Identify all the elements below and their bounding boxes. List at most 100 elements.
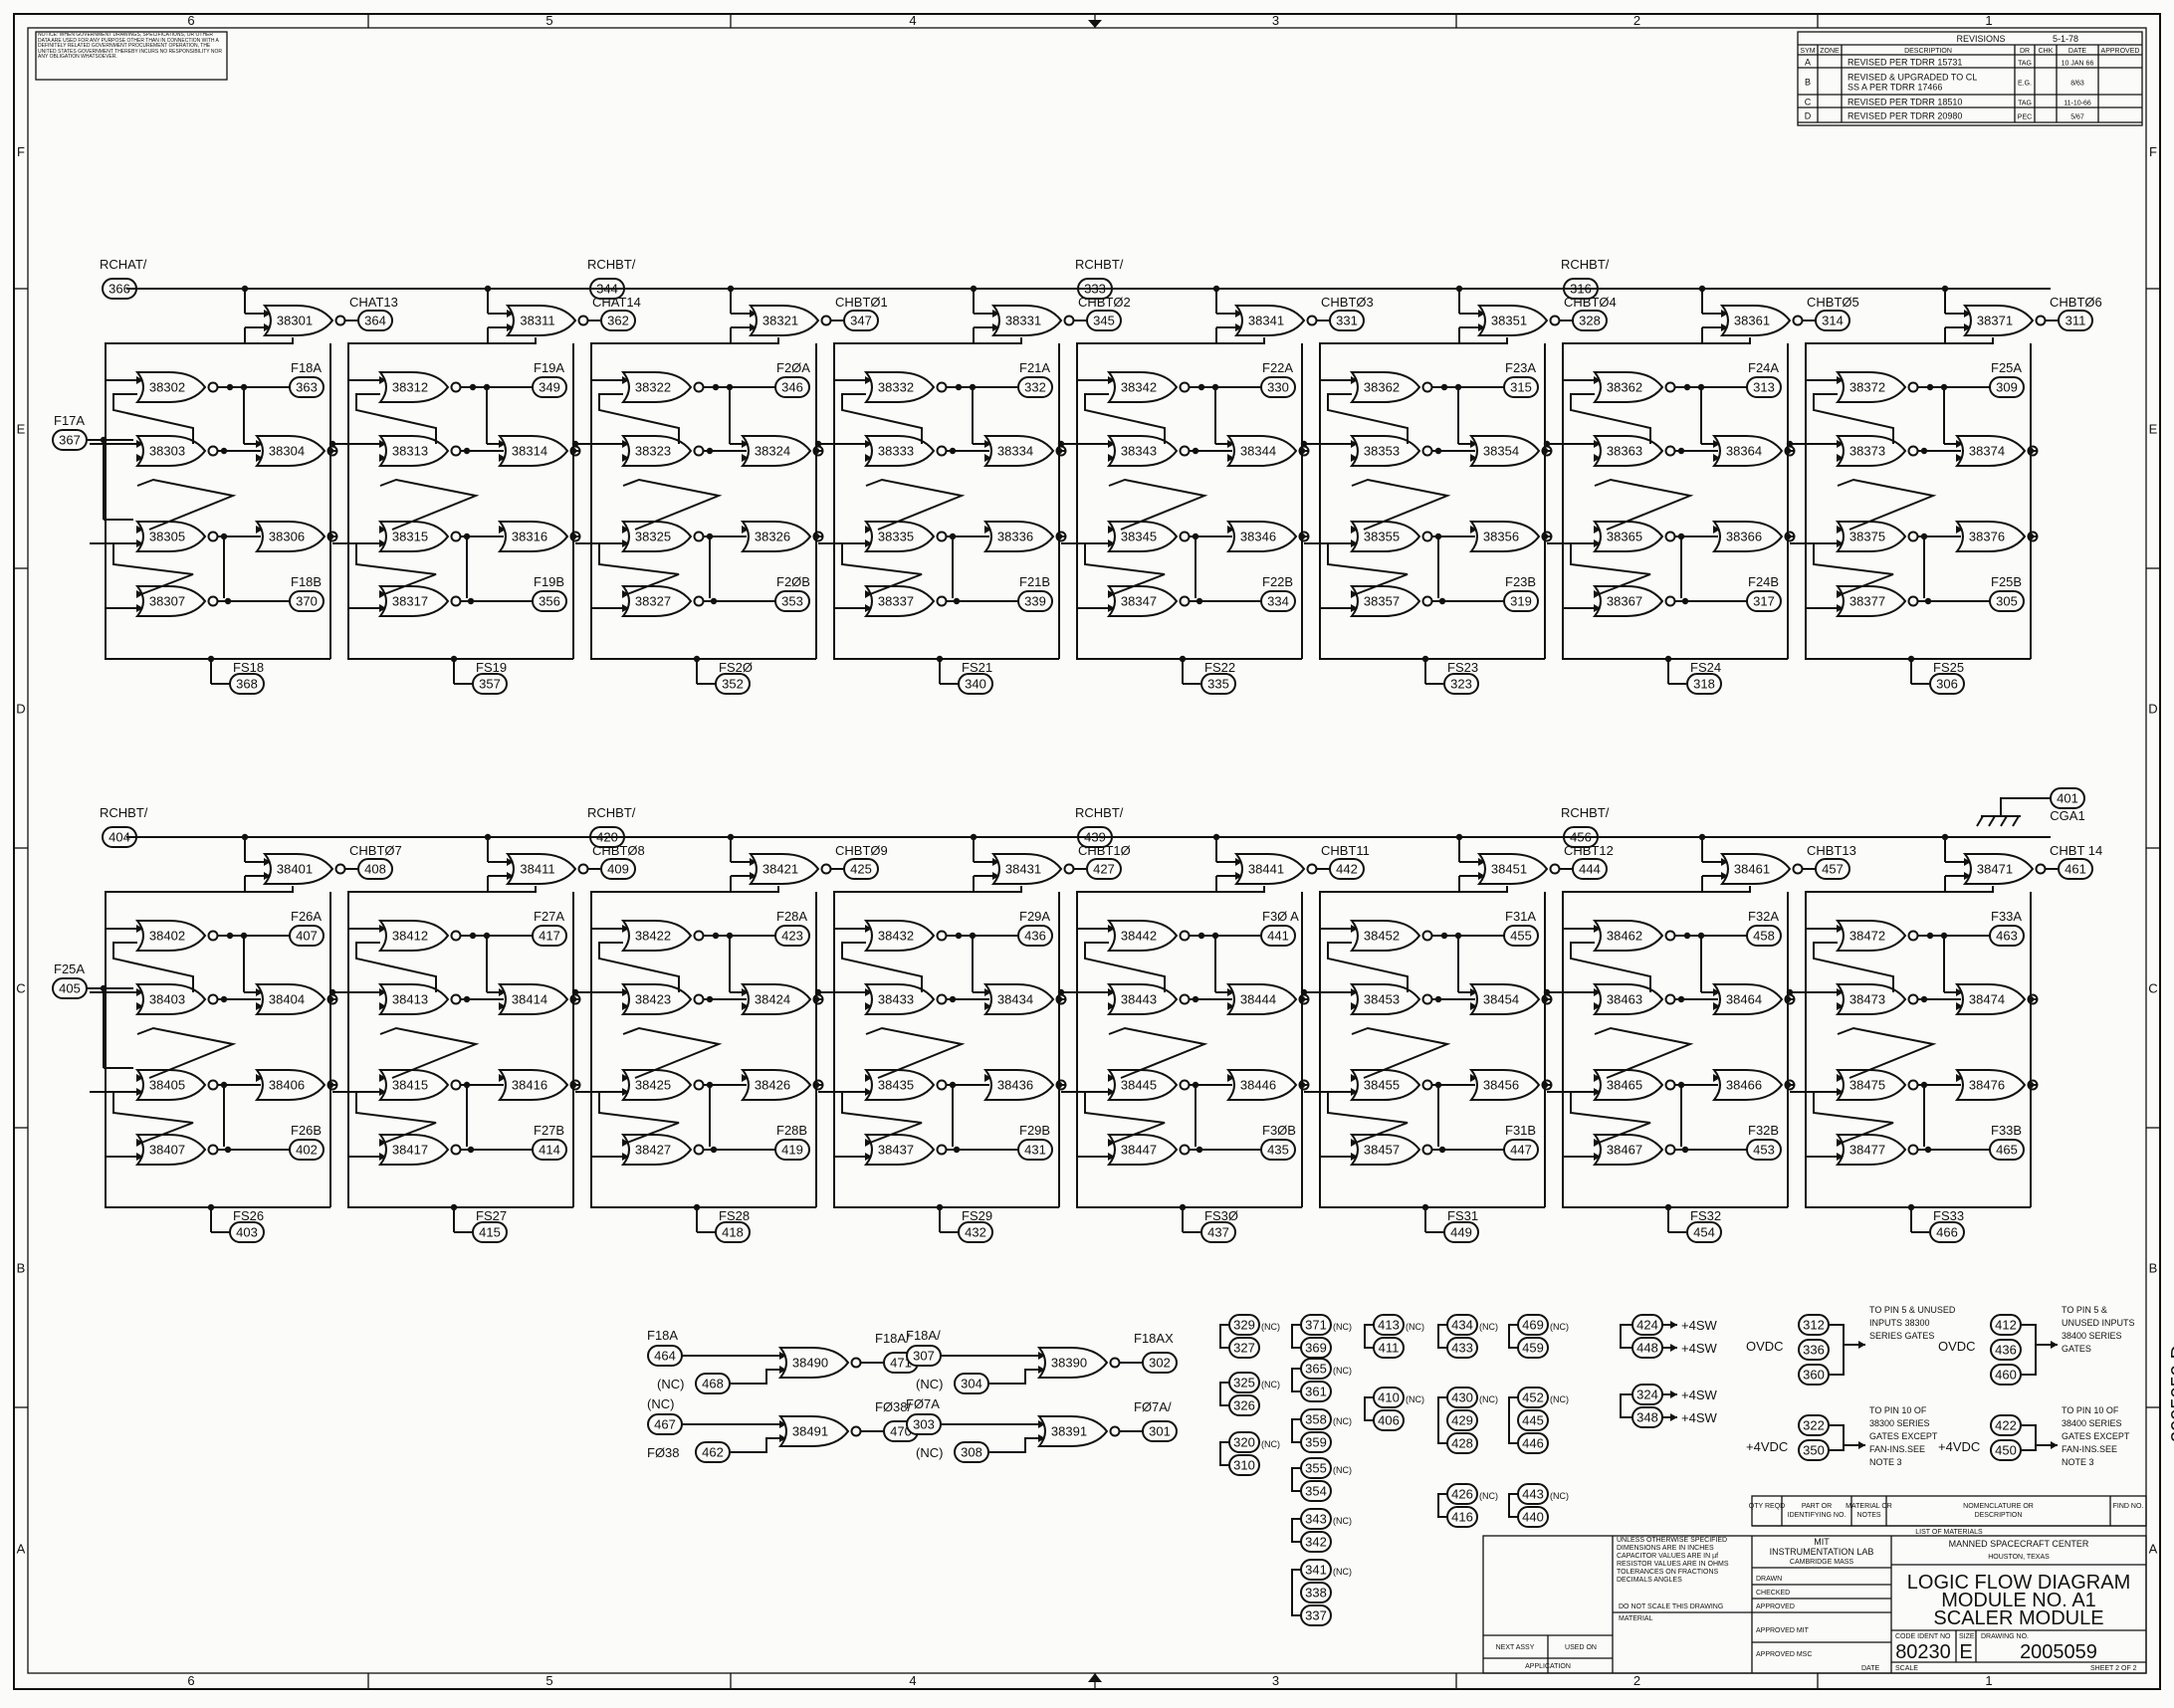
pin-pad: 458 — [1746, 925, 1782, 947]
pin-number: 463 — [1996, 928, 2018, 943]
gate-number: 38436 — [997, 1077, 1033, 1092]
wire — [1291, 1368, 1301, 1392]
fs-signal-name: FS21 — [962, 660, 992, 675]
pin-outline — [1990, 1339, 2022, 1361]
output-signal-name: F31B — [1505, 1123, 1536, 1138]
pin-number: 457 — [1822, 861, 1844, 876]
gate-number: 38463 — [1607, 991, 1642, 1006]
zone-label: 1 — [1985, 13, 1992, 28]
wire — [731, 1437, 784, 1453]
gate-number: 38453 — [1364, 991, 1400, 1006]
arrow — [750, 310, 757, 318]
nor-gate: 38411 — [507, 853, 589, 885]
pin-outline — [1686, 673, 1722, 695]
wire — [622, 1026, 723, 1079]
nor-gate: 38316 — [499, 521, 581, 552]
pin-pad: 362 — [600, 310, 636, 331]
pin-pad: 423 — [774, 925, 810, 947]
junction-dot — [1196, 1146, 1203, 1154]
gate-number: 38334 — [997, 443, 1033, 458]
pin-pad: 427 — [1086, 858, 1122, 880]
pin-number: 429 — [1451, 1412, 1473, 1427]
pin-number: 427 — [1093, 861, 1115, 876]
aux-output-name: F18A/ — [875, 1331, 910, 1346]
arrow — [1235, 310, 1242, 318]
pin-number: 410 — [1378, 1389, 1400, 1404]
arrow — [779, 1420, 786, 1428]
revision-symbol: C — [1805, 98, 1812, 107]
pin-pad: 341 — [1300, 1559, 1332, 1581]
fs-signal-name: FS31 — [1447, 1208, 1478, 1223]
junction-dot — [1926, 383, 1934, 391]
inversion-bubble — [1664, 993, 1676, 1005]
arrow — [992, 323, 999, 331]
pin-pad: 464 — [647, 1345, 683, 1367]
junction-dot — [467, 1146, 475, 1154]
arrow — [742, 440, 749, 448]
nor-gate: 38441 — [1235, 853, 1318, 885]
wire — [1562, 1157, 1788, 1208]
gate-number: 38424 — [755, 991, 790, 1006]
nor-gate: 38463 — [1594, 983, 1676, 1015]
gate-number: 38331 — [1005, 313, 1041, 327]
pin-number: 313 — [1753, 379, 1775, 394]
nor-gate: 38324 — [742, 435, 824, 467]
pin-number: 428 — [1451, 1435, 1473, 1450]
pin-pad: 311 — [2058, 310, 2093, 331]
pin-pad: 403 — [229, 1221, 265, 1243]
gate-number: 38456 — [1483, 1077, 1519, 1092]
arrow — [742, 988, 749, 996]
pin-pad: 468 — [695, 1373, 731, 1394]
arrow — [264, 310, 271, 318]
nc-mark: (NC) — [657, 1377, 684, 1391]
inversion-bubble — [1179, 531, 1191, 542]
pin-number: 349 — [539, 379, 560, 394]
wire — [355, 393, 437, 444]
supply-note: 38400 SERIES — [2062, 1331, 2122, 1341]
pin-pad: 405 — [52, 977, 88, 999]
nor-gate: 38332 — [865, 371, 948, 403]
gate-number: 38464 — [1726, 991, 1762, 1006]
pin-number: 345 — [1093, 313, 1115, 327]
zone-label: E — [17, 422, 26, 437]
nor-gate: 38462 — [1594, 920, 1676, 952]
nor-gate: 38443 — [1108, 983, 1191, 1015]
junction-dot — [814, 440, 822, 448]
zone-label: 5 — [545, 13, 552, 28]
gate-number: 38451 — [1491, 861, 1527, 876]
arrow — [1594, 604, 1601, 612]
inversion-bubble — [1664, 1144, 1676, 1156]
pin-pad: 418 — [715, 1221, 751, 1243]
nor-gate: 38390 — [1038, 1347, 1121, 1379]
gate-number: 38455 — [1364, 1077, 1400, 1092]
junction-dot — [1055, 533, 1063, 540]
arrow — [779, 1366, 786, 1374]
gate-number: 38373 — [1849, 443, 1885, 458]
junction-dot — [1541, 995, 1549, 1003]
gate-number: 38442 — [1121, 928, 1157, 943]
inversion-bubble — [1421, 531, 1433, 542]
notice-text: NOTICE: WHEN GOVERNMENT DRAWINGS, SPECIF… — [38, 33, 223, 60]
supply-label: OVDC — [1938, 1339, 1976, 1354]
arrow — [1351, 925, 1358, 933]
junction-dot — [226, 383, 234, 391]
junction-dot — [2027, 995, 2035, 1003]
pin-outline — [600, 310, 636, 331]
pin-outline — [1017, 376, 1053, 398]
inversion-bubble — [693, 930, 705, 942]
nc-mark: (NC) — [1333, 1366, 1352, 1376]
pin-pad: 312 — [1798, 1314, 1830, 1336]
pin-pad: 329 — [1228, 1314, 1260, 1336]
pin-number: 357 — [479, 676, 501, 691]
gate-number: 38414 — [512, 991, 547, 1006]
revisions-header: DR — [2020, 48, 2030, 55]
pin-outline — [532, 925, 567, 947]
pin-number: 347 — [850, 313, 872, 327]
arrow — [1227, 440, 1234, 448]
pin-number: 304 — [961, 1376, 982, 1390]
nor-gate: 38442 — [1108, 920, 1191, 952]
inversion-bubble — [936, 1144, 948, 1156]
inversion-bubble — [207, 595, 219, 607]
pin-number: 452 — [1522, 1389, 1544, 1404]
pin-number: 315 — [1510, 379, 1532, 394]
